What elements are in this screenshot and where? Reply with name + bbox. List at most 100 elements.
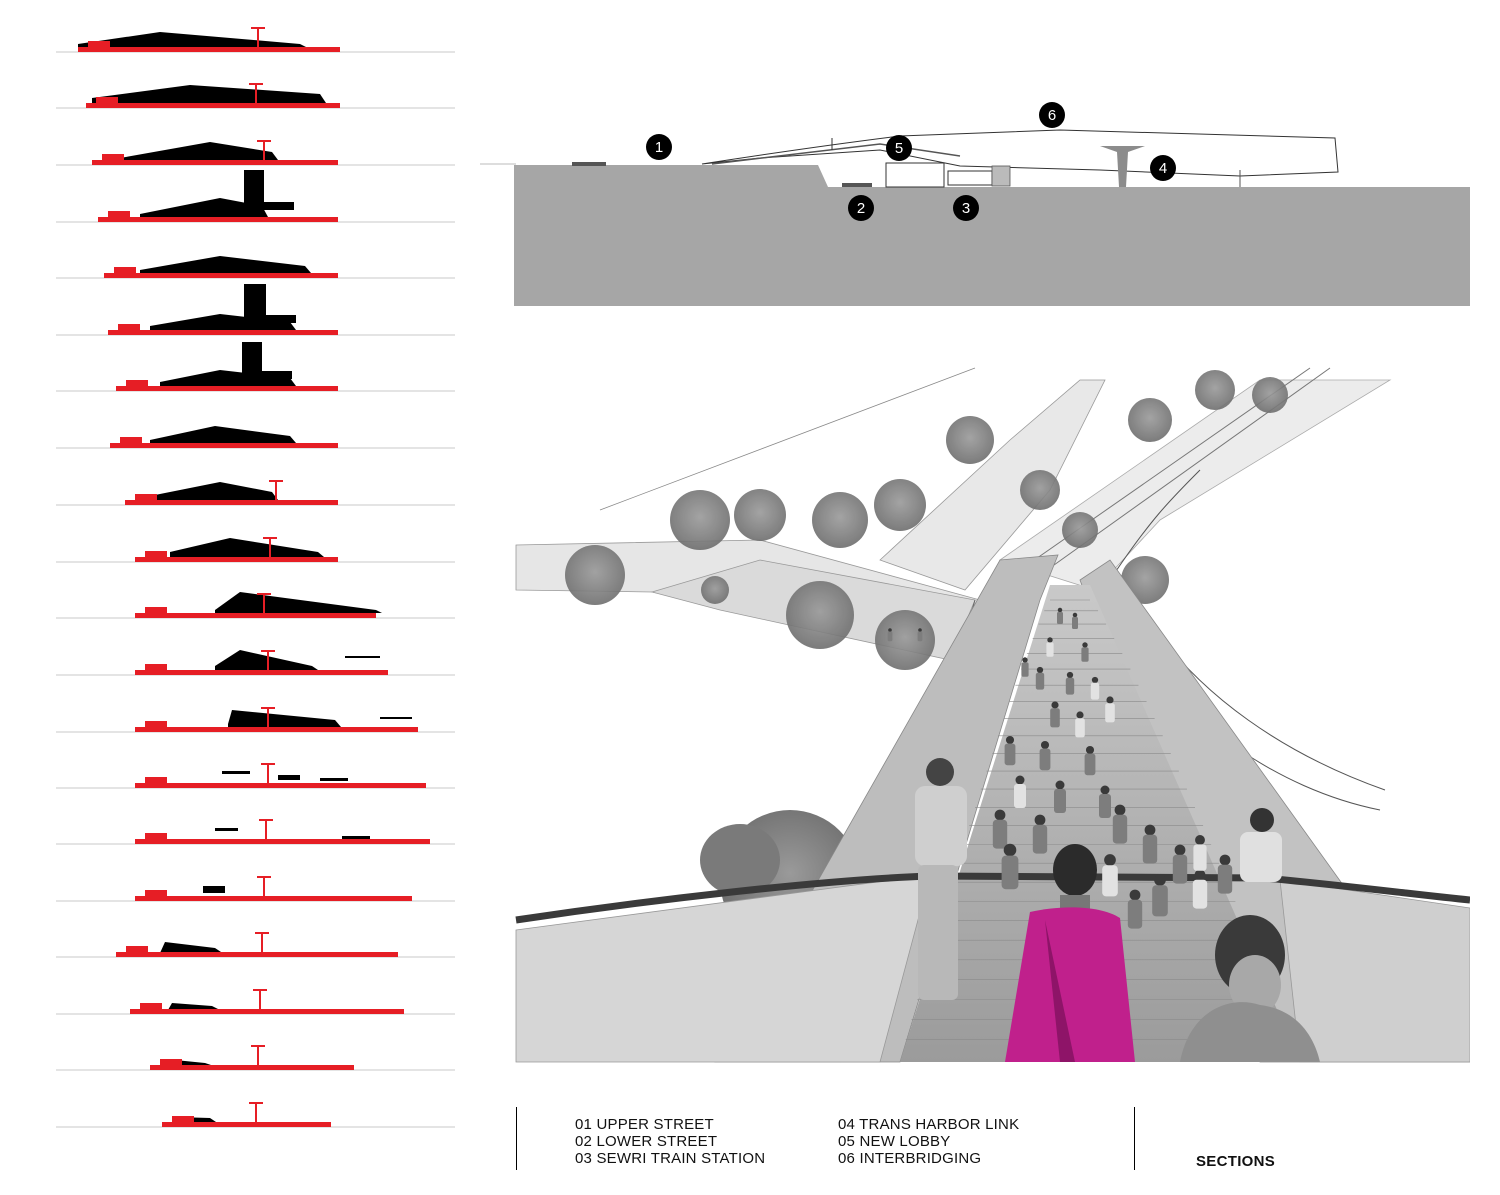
slice-building-fragment	[203, 886, 225, 893]
slice-building-mass	[120, 142, 278, 160]
person-figure	[1142, 824, 1158, 864]
slice-building-mass	[168, 1003, 218, 1010]
foreground-man	[915, 758, 967, 1000]
crowd-figures	[887, 607, 1233, 929]
bridge-stairs	[900, 585, 1300, 1062]
person-figure	[1075, 711, 1085, 738]
slice-tower-ledge	[262, 371, 292, 379]
legend-item-interbridging: 06 INTERBRIDGING	[838, 1150, 982, 1167]
person-figure	[1021, 657, 1029, 677]
slice-ground-band	[135, 557, 338, 562]
section-marker: 5	[886, 135, 912, 161]
slice-ground-band	[78, 47, 340, 52]
person-figure	[1050, 701, 1060, 728]
section-slice	[56, 819, 455, 845]
slice-building-mass	[215, 592, 382, 613]
person-figure	[1172, 844, 1188, 884]
slice-street-bump	[126, 946, 148, 952]
person-figure	[992, 809, 1008, 849]
person-figure	[1046, 637, 1054, 657]
marker-number: 1	[655, 139, 663, 156]
slice-ground-band	[92, 160, 338, 165]
section-slices-strip	[56, 27, 455, 1128]
section-slice	[56, 989, 455, 1015]
section-marker: 2	[848, 195, 874, 221]
person-figure	[917, 628, 923, 642]
marker-dot	[886, 135, 912, 161]
slice-building-mass	[140, 256, 311, 273]
slice-ground-band	[116, 386, 338, 391]
section-marker: 4	[1150, 155, 1176, 181]
section-slice	[56, 170, 455, 223]
section-slice	[56, 480, 455, 506]
marker-dot	[1039, 102, 1065, 128]
slice-street-bump	[145, 833, 167, 839]
slice-building-fragment	[342, 836, 370, 840]
slice-tower	[242, 342, 262, 386]
legend-item-sewri-train-station: 03 SEWRI TRAIN STATION	[575, 1150, 766, 1167]
person-figure	[1105, 696, 1115, 723]
slice-ground-band	[116, 952, 398, 957]
slice-building-mass	[78, 32, 306, 47]
slice-ground-band	[135, 670, 388, 675]
section-slice	[56, 763, 455, 789]
person-figure	[1065, 671, 1075, 695]
section-slice	[56, 932, 455, 958]
slice-building-fragment	[222, 771, 250, 774]
lower-left-slab	[515, 874, 931, 1063]
person-figure	[887, 628, 893, 642]
section-slice	[56, 592, 455, 619]
legend-divider-left	[516, 1107, 517, 1170]
far-walkway	[879, 379, 1106, 591]
marker-number: 5	[895, 140, 903, 157]
slice-street-bump	[145, 607, 167, 613]
legend-item-upper-street: 01 UPPER STREET	[575, 1116, 714, 1133]
slice-street-bump	[145, 551, 167, 557]
sheet-title: SECTIONS	[1196, 1153, 1276, 1170]
slice-building-mass	[228, 710, 341, 727]
slice-street-bump	[118, 324, 140, 330]
section-slice	[56, 876, 455, 902]
slice-building-mass	[92, 85, 326, 103]
person-figure	[1217, 854, 1233, 894]
person-figure	[1035, 666, 1045, 690]
person-figure	[1084, 745, 1096, 776]
slice-tower-ledge	[264, 202, 294, 210]
marker-dot	[953, 195, 979, 221]
legend-item-new-lobby: 05 NEW LOBBY	[838, 1133, 951, 1150]
slice-ground-band	[135, 896, 412, 901]
slice-street-bump	[96, 97, 118, 103]
section-slice	[56, 140, 455, 166]
interbridging-deck	[711, 143, 961, 165]
marker-number: 4	[1159, 160, 1167, 177]
slice-ground-band	[125, 500, 338, 505]
slice-ground-band	[104, 273, 338, 278]
person-figure	[1014, 775, 1026, 808]
person-figure	[1192, 869, 1208, 909]
marker-dot	[646, 134, 672, 160]
marker-number: 2	[857, 200, 865, 217]
perspective-rendering	[514, 365, 1470, 1063]
section-slice	[56, 284, 455, 336]
lower-street-cars	[842, 183, 872, 187]
slice-ground-band	[135, 783, 426, 788]
slice-street-bump	[145, 664, 167, 670]
person-figure	[1127, 889, 1143, 929]
section-slice	[56, 707, 455, 733]
slice-building-fragment	[320, 778, 348, 781]
person-figure	[1001, 843, 1019, 890]
ground-mass	[514, 165, 1470, 306]
section-slice	[56, 342, 455, 392]
slice-ground-band	[162, 1122, 331, 1127]
slice-street-bump	[135, 494, 157, 500]
slice-street-bump	[88, 41, 110, 47]
slice-ground-band	[135, 613, 376, 618]
station-trains	[947, 170, 993, 186]
slice-tower-ledge	[266, 315, 296, 323]
slice-building-fragment	[215, 828, 238, 831]
slice-street-bump	[102, 154, 124, 160]
section-marker: 6	[1039, 102, 1065, 128]
slice-tower	[244, 284, 266, 330]
slice-ground-band	[135, 727, 418, 732]
